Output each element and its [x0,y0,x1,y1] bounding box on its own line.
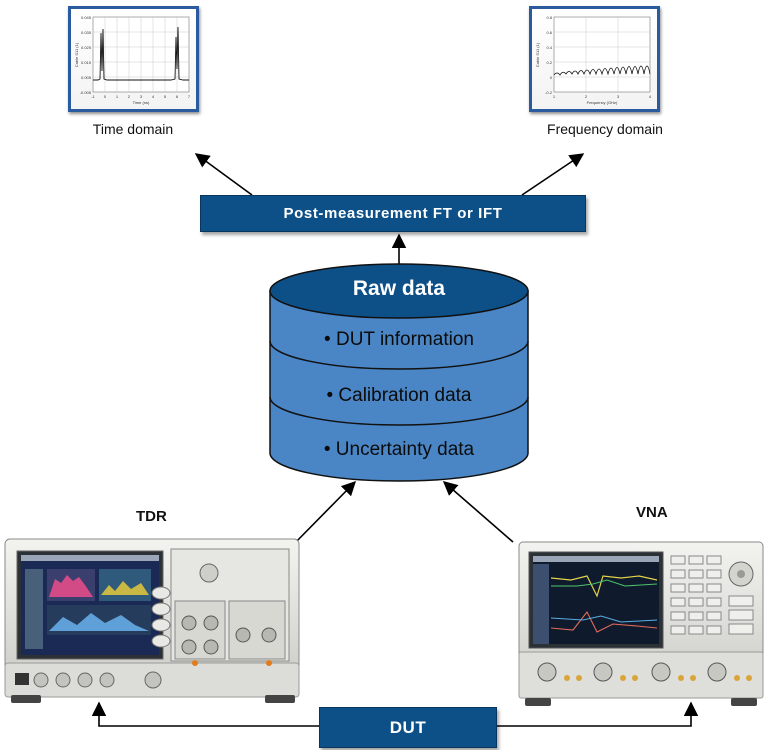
tick-label: 1 [553,94,556,99]
arrow-vna-to-raw-data [442,481,514,543]
post-measurement-label: Post-measurement FT or IFT [283,205,503,222]
dut-to-vna-line [495,701,699,727]
tick-label: 0.015 [81,60,92,65]
tick-label: 0.8 [546,15,552,20]
dut-banner: DUT [319,707,497,748]
tick-label: 6 [176,94,179,99]
tick-label: 5 [164,94,167,99]
tick-label: 0.4 [546,45,552,50]
db-item-uncertainty-data: • Uncertainty data [323,439,475,460]
y-axis-label: Cable S11 (1) [535,42,540,67]
tick-label: 0.045 [81,15,92,20]
frequency-domain-trace [553,65,651,76]
tdr-instrument [4,538,300,703]
time-domain-plot: 0.045 0.035 0.025 0.015 0.005 -0.005 -1 … [68,6,199,112]
tdr-label: TDR [136,508,167,525]
frequency-domain-caption: Frequency domain [547,121,663,137]
x-axis-label: Frequency (GHz) [587,100,618,105]
tick-label: 4 [649,94,652,99]
tick-label: 7 [188,94,191,99]
tick-label: 1 [116,94,119,99]
tick-label: 0 [550,75,553,80]
tick-label: -0.005 [80,90,92,95]
tick-label: 0.2 [546,60,552,65]
arrow-to-frequency-domain [521,153,585,196]
x-axis-label: Time (ns) [133,100,150,105]
post-measurement-banner: Post-measurement FT or IFT [200,195,586,232]
arrow-to-time-domain [194,153,253,196]
dut-label: DUT [389,717,427,737]
tick-label: 0.005 [81,75,92,80]
vna-label: VNA [636,504,668,521]
tick-label: 0.025 [81,45,92,50]
raw-data-cylinder [269,263,529,482]
tick-label: 4 [152,94,155,99]
raw-data-title: Raw data [352,277,446,300]
dut-to-tdr-line [91,701,319,727]
tick-label: 3 [140,94,143,99]
tick-label: 3 [617,94,620,99]
tick-label: 2 [585,94,588,99]
time-domain-caption: Time domain [92,121,174,137]
tick-label: 0 [104,94,107,99]
time-domain-trace [93,26,189,81]
tick-label: 0.035 [81,30,92,35]
db-item-dut-information: • DUT information [324,329,474,350]
arrow-tdr-to-raw-data [289,480,357,549]
y-axis-label: Cable S11 (1) [74,42,79,67]
time-domain-chart: 0.045 0.035 0.025 0.015 0.005 -0.005 -1 … [74,15,191,105]
vna-instrument [518,541,764,706]
tick-label: -1 [91,94,95,99]
tick-label: 0.6 [546,30,552,35]
db-item-calibration-data: • Calibration data [326,385,472,406]
tick-label: 2 [128,94,131,99]
frequency-domain-chart: 0.8 0.6 0.4 0.2 0 -0.2 1 2 3 4 Frequency… [535,15,652,105]
frequency-domain-plot: 0.8 0.6 0.4 0.2 0 -0.2 1 2 3 4 Frequency… [529,6,660,112]
tick-label: -0.2 [545,90,553,95]
